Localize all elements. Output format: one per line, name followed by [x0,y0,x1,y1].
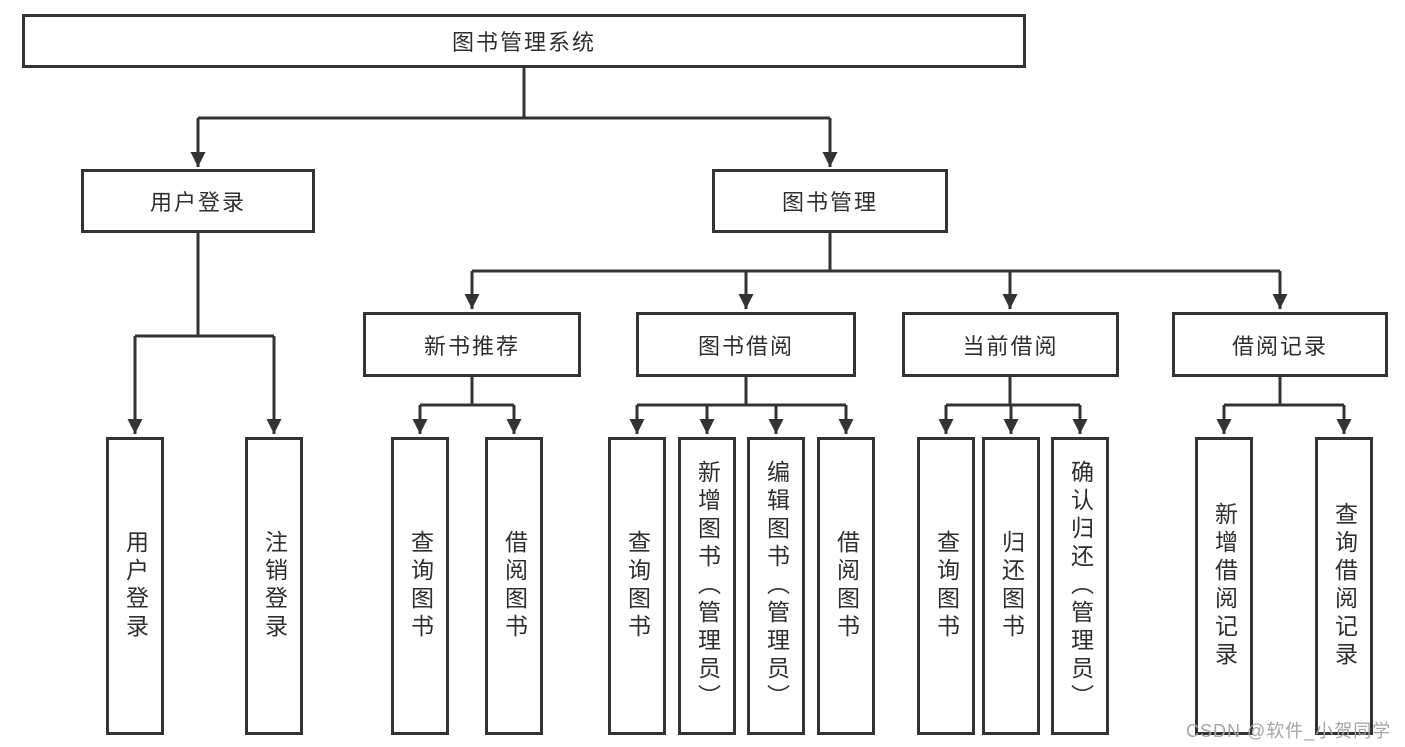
leaf-label: 查询图书 [933,530,960,642]
node-book-management-label: 图书管理 [781,190,878,215]
node-current-borrowing-label: 当前借阅 [962,333,1059,359]
leaf-label: 新增图书（管理员） [694,460,721,712]
leaf-confirm-return-admin: 确认归还（管理员） [1051,437,1109,735]
root-node-library-management-system: 图书管理系统 [22,14,1026,68]
node-book-borrowing: 图书借阅 [636,312,856,377]
csdn-watermark: CSDN @软件_小贺同学 [1186,721,1392,741]
leaf-user-login: 用户登录 [106,437,164,735]
leaf-query-books-current: 查询图书 [917,437,975,735]
leaf-borrow-books-borrowing: 借阅图书 [817,437,875,735]
node-book-borrowing-label: 图书借阅 [697,333,794,359]
leaf-label: 注销登录 [261,530,288,642]
leaf-label: 编辑图书（管理员） [763,460,790,712]
node-borrowing-records-label: 借阅记录 [1231,333,1328,359]
leaf-add-book-admin: 新增图书（管理员） [678,437,736,735]
leaf-query-books-borrowing: 查询图书 [608,437,666,735]
leaf-label: 归还图书 [998,530,1025,642]
leaf-logout: 注销登录 [245,437,303,735]
leaf-label: 借阅图书 [833,530,860,642]
node-borrowing-records: 借阅记录 [1172,312,1388,377]
leaf-add-borrow-record: 新增借阅记录 [1195,437,1253,735]
leaf-borrow-books-recommend: 借阅图书 [485,437,543,735]
leaf-label: 新增借阅记录 [1211,502,1238,670]
node-current-borrowing: 当前借阅 [902,312,1119,377]
leaf-query-borrow-record: 查询借阅记录 [1315,437,1373,735]
root-node-label: 图书管理系统 [451,30,596,55]
leaf-return-books: 归还图书 [982,437,1040,735]
node-new-book-recommendation-label: 新书推荐 [423,333,520,359]
leaf-label: 借阅图书 [501,530,528,642]
leaf-label: 查询借阅记录 [1331,502,1358,670]
node-user-login-label: 用户登录 [149,190,246,215]
leaf-label: 用户登录 [122,530,149,642]
leaf-label: 查询图书 [624,530,651,642]
node-book-management: 图书管理 [712,169,948,233]
leaf-label: 确认归还（管理员） [1067,460,1094,712]
leaf-label: 查询图书 [407,530,434,642]
leaf-query-books-recommend: 查询图书 [391,437,449,735]
leaf-edit-book-admin: 编辑图书（管理员） [747,437,805,735]
node-user-login: 用户登录 [81,169,315,233]
node-new-book-recommendation: 新书推荐 [363,312,581,377]
